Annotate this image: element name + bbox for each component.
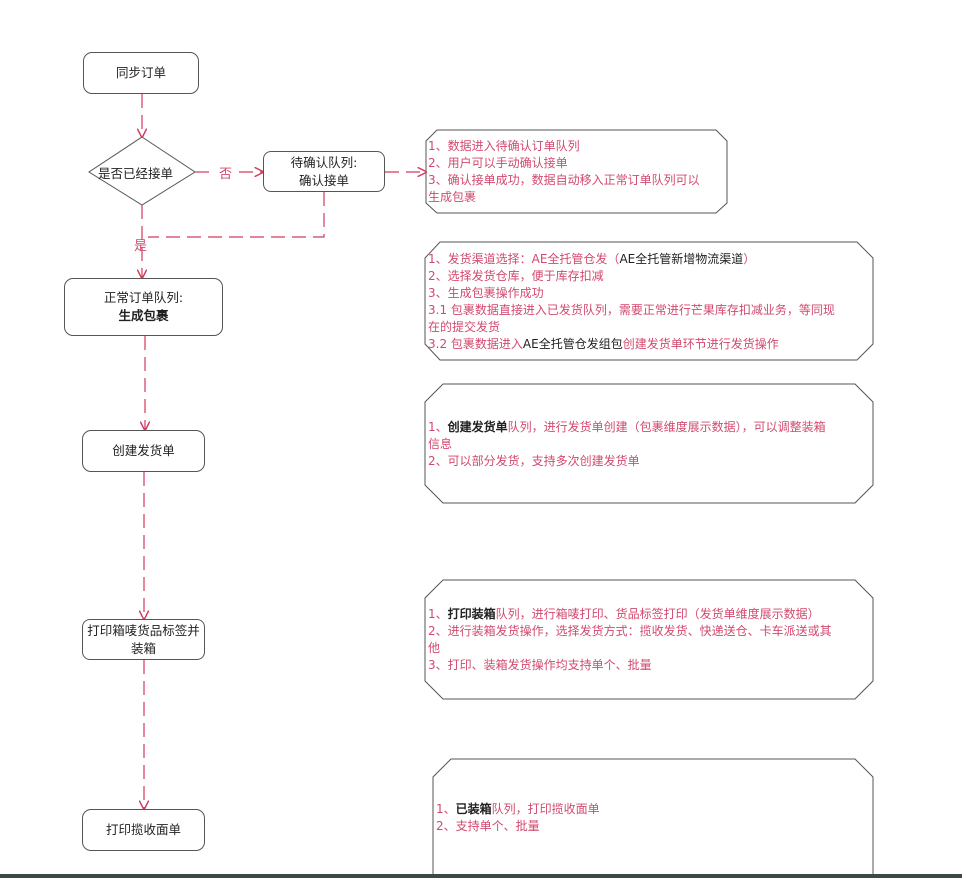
note-label-line: 2、进行装箱发货操作，选择发货方式：揽收发货、快递送仓、卡车派送或其	[428, 624, 832, 638]
node-sync-order: 同步订单	[83, 52, 199, 94]
normal-queue-action: 生成包裹	[118, 308, 169, 323]
bottom-border	[0, 874, 962, 878]
note-shipment: 1、创建发货单队列，进行发货单创建（包裹维度展示数据），可以调整装箱 信息 2、…	[426, 419, 872, 470]
note-label-line: 3、打印、装箱发货操作均支持单个、批量	[428, 658, 652, 672]
pending-queue-action: 确认接单	[298, 172, 349, 188]
note-shipment-line: 2、可以部分发货，支持多次创建发货单	[428, 454, 640, 468]
pending-queue-title: 待确认队列:	[290, 154, 358, 170]
note-shipment-line: 信息	[428, 437, 453, 451]
note-waybill-line: 1、已装箱队列，打印揽收面单	[436, 802, 600, 816]
note-shape-waybill	[432, 758, 874, 878]
normal-queue-title: 正常订单队列:	[103, 290, 184, 305]
note-normal: 1、发货渠道选择：AE全托管仓发（AE全托管新增物流渠道） 2、选择发货仓库，便…	[426, 251, 872, 353]
note-normal-line: 2、选择发货仓库，便于库存扣减	[428, 269, 604, 283]
edge-label-no: 否	[219, 167, 233, 182]
note-normal-line: 1、发货渠道选择：AE全托管仓发（AE全托管新增物流渠道）	[428, 252, 756, 266]
decision-label: 是否已经接单	[98, 166, 174, 181]
note-normal-line: 3.1 包裹数据直接进入已发货队列，需要正常进行芒果库存扣减业务，等同现	[428, 303, 835, 317]
note-pending: 1、数据进入待确认订单队列 2、用户可以手动确认接单 3、确认接单成功，数据自动…	[426, 138, 726, 206]
note-waybill: 1、已装箱队列，打印揽收面单 2、支持单个、批量	[434, 801, 864, 835]
note-pending-line: 生成包裹	[428, 190, 477, 204]
note-pending-line: 1、数据进入待确认订单队列	[428, 139, 580, 153]
connector-pending-loop	[148, 192, 325, 238]
note-label-line: 1、打印装箱队列，进行箱唛打印、货品标签打印（发货单维度展示数据）	[428, 607, 820, 621]
print-label-line2: 装箱	[130, 640, 156, 656]
note-shape-normal	[424, 241, 874, 361]
print-label-line1: 打印箱唛货品标签并	[87, 622, 200, 638]
note-waybill-line: 2、支持单个、批量	[436, 819, 540, 833]
node-print-waybill: 打印揽收面单	[82, 809, 205, 851]
node-create-shipment: 创建发货单	[82, 430, 205, 472]
note-normal-line: 3.2 包裹数据进入AE全托管仓发组包创建发货单环节进行发货操作	[428, 337, 779, 351]
node-pending-queue: 待确认队列: 确认接单	[263, 151, 385, 192]
note-pending-line: 3、确认接单成功，数据自动移入正常订单队列可以	[428, 173, 700, 187]
note-shipment-line: 1、创建发货单队列，进行发货单创建（包裹维度展示数据），可以调整装箱	[428, 420, 826, 434]
note-label: 1、打印装箱队列，进行箱唛打印、货品标签打印（发货单维度展示数据） 2、进行装箱…	[426, 606, 872, 674]
note-shape-shipment	[424, 383, 874, 504]
node-normal-queue: 正常订单队列: 生成包裹	[64, 278, 223, 336]
note-shape-pending	[425, 129, 728, 214]
note-normal-line: 在的提交发货	[428, 320, 501, 334]
note-normal-line: 3、生成包裹操作成功	[428, 286, 544, 300]
note-shape-label	[424, 579, 874, 700]
edge-label-yes: 是	[134, 239, 148, 254]
node-print-label: 打印箱唛货品标签并 装箱	[82, 619, 205, 660]
note-label-line: 他	[428, 641, 441, 655]
note-pending-line: 2、用户可以手动确认接单	[428, 156, 568, 170]
